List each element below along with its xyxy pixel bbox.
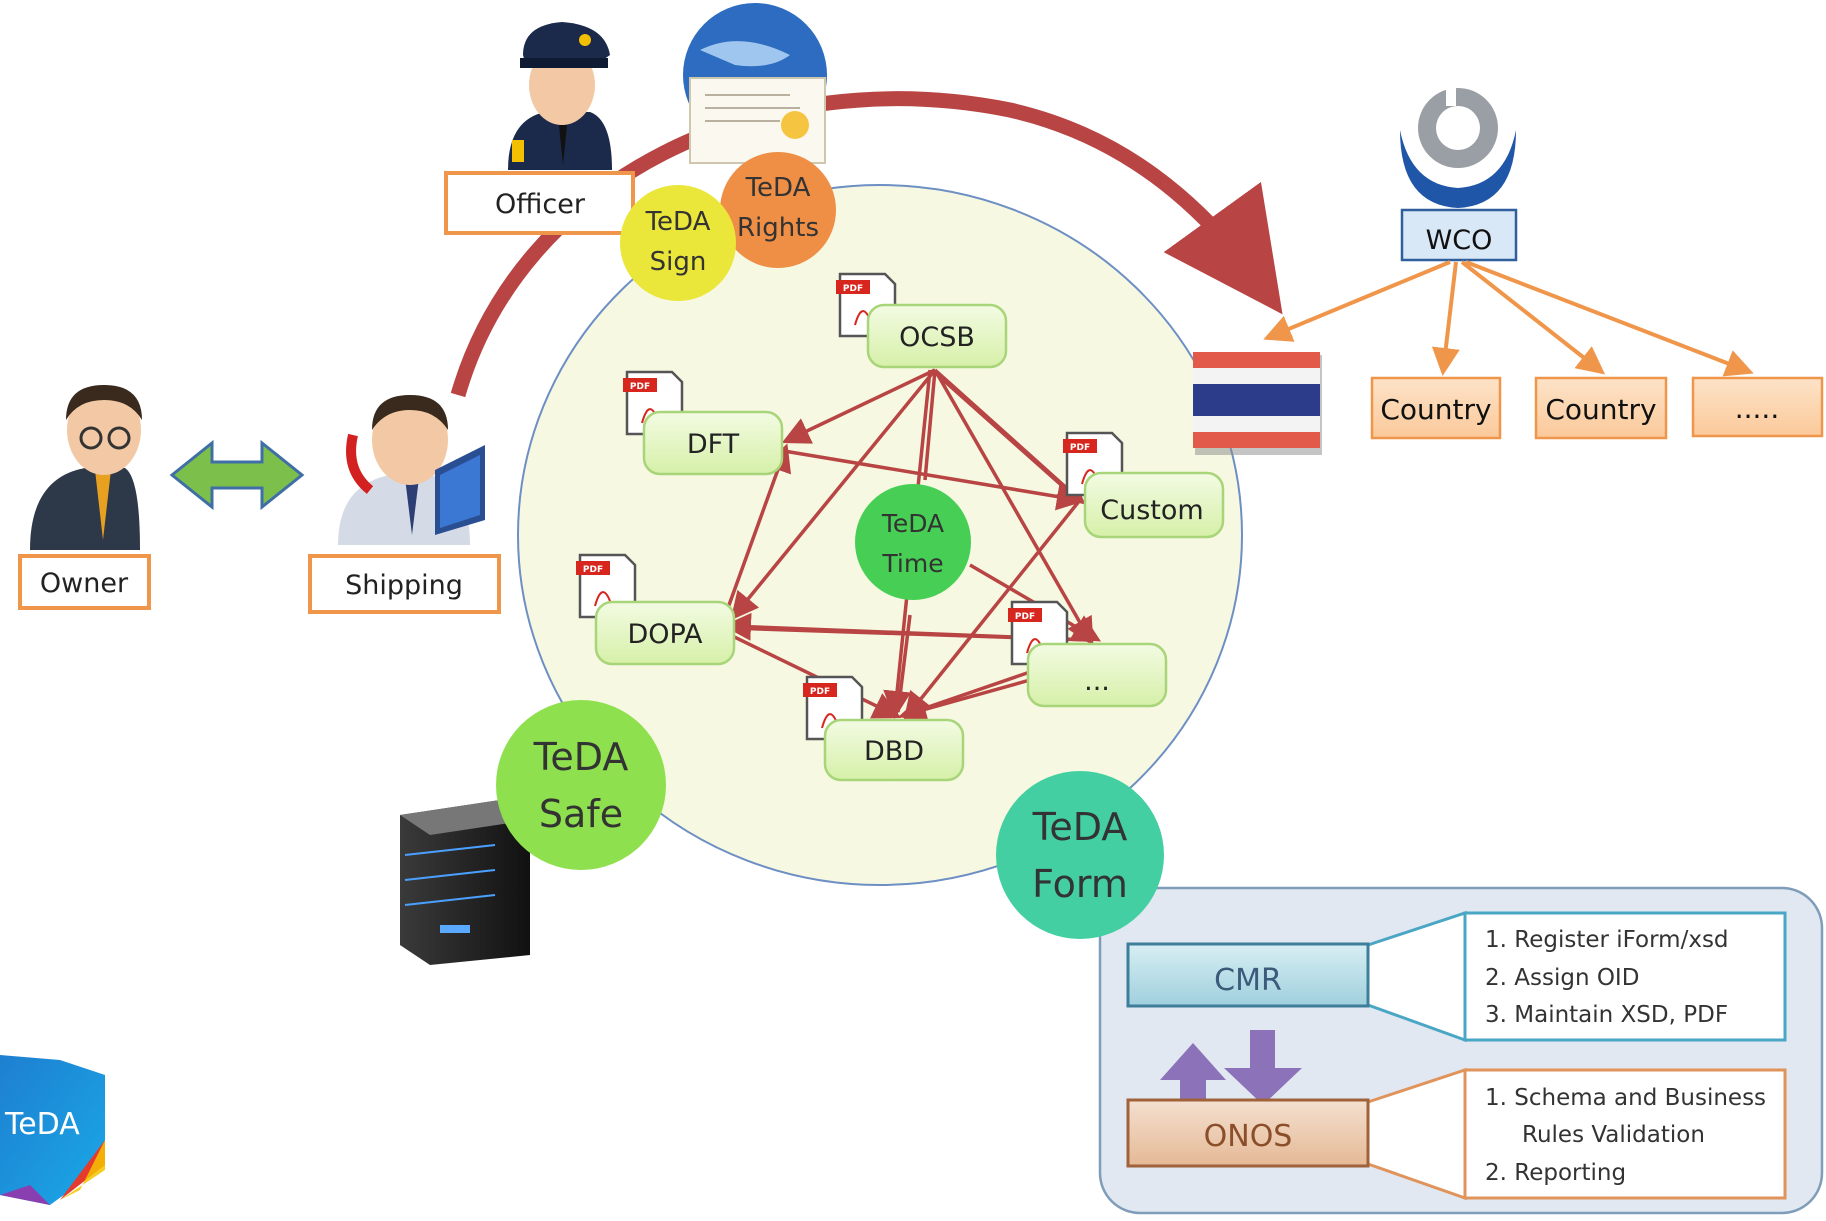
svg-text:TeDA: TeDA (745, 173, 811, 203)
svg-text:.....: ..... (1735, 392, 1780, 425)
svg-text:Rights: Rights (737, 213, 819, 243)
svg-text:TeDA: TeDA (881, 509, 944, 538)
cmr-item-2: 2. Assign OID (1485, 965, 1639, 991)
agency-ocsb: OCSB (866, 303, 1008, 369)
wco-box (1400, 208, 1518, 262)
down-arrow-icon (1224, 1030, 1302, 1105)
cmr-item-1: 1. Register iForm/xsd (1485, 927, 1729, 953)
thailand-flag-icon (1193, 352, 1322, 455)
globe-certificate-icon (683, 3, 827, 164)
teda-logo: TeDA (0, 1055, 105, 1205)
svg-text:Sign: Sign (650, 247, 707, 277)
teda-time-circle: TeDA Time (855, 484, 971, 600)
svg-text:OCSB: OCSB (899, 322, 975, 353)
svg-text:DBD: DBD (864, 736, 924, 767)
shipping-label-box (308, 554, 501, 614)
cmr-box (1126, 942, 1370, 1008)
agency-more: ... (1026, 642, 1168, 708)
svg-text:Country: Country (1380, 393, 1491, 426)
svg-text:TeDA: TeDA (1032, 805, 1128, 849)
svg-text:Safe: Safe (539, 792, 623, 836)
svg-text:PDF: PDF (810, 687, 830, 697)
onos-item-1: 1. Schema and Business (1485, 1085, 1766, 1111)
officer-person-icon (508, 22, 612, 170)
owner-label: Owner (40, 568, 129, 599)
svg-text:...: ... (1084, 666, 1110, 697)
svg-text:PDF: PDF (843, 284, 863, 294)
svg-text:Time: Time (881, 549, 943, 578)
country-box-more: ..... (1691, 376, 1824, 438)
svg-text:Country: Country (1545, 393, 1656, 426)
agency-dbd: DBD (823, 718, 965, 782)
teda-sign-circle: TeDA Sign (620, 185, 736, 301)
cmr-items-box (1463, 911, 1787, 1042)
officer-label: Officer (495, 189, 586, 220)
svg-text:TeDA: TeDA (645, 207, 711, 237)
wco-distribution-arrows (1263, 260, 1754, 377)
svg-text:PDF: PDF (1070, 443, 1090, 453)
agency-dft: DFT (642, 410, 784, 476)
onos-item-2: Rules Validation (1522, 1122, 1705, 1148)
workflow-arc-arrow (450, 91, 1283, 398)
svg-text:TeDA: TeDA (533, 735, 629, 779)
owner-label-box (18, 554, 151, 610)
country-box-2: Country (1534, 376, 1668, 440)
up-arrow-icon (1160, 1043, 1226, 1105)
svg-text:Form: Form (1032, 862, 1128, 906)
country-box-1: Country (1370, 376, 1502, 440)
svg-text:DFT: DFT (687, 429, 740, 460)
onos-label: ONOS (1204, 1119, 1293, 1154)
wco-label: WCO (1426, 225, 1493, 256)
svg-text:PDF: PDF (1015, 612, 1035, 622)
shipping-label: Shipping (345, 570, 463, 601)
cmr-label: CMR (1214, 963, 1282, 998)
svg-text:PDF: PDF (583, 565, 603, 575)
shipping-person-icon (338, 395, 485, 545)
onos-item-3: 2. Reporting (1485, 1160, 1626, 1186)
owner-person-icon (30, 385, 142, 550)
wco-logo-icon (1400, 86, 1516, 208)
agency-dopa: DOPA (594, 600, 736, 666)
teda-safe-circle: TeDA Safe (496, 700, 666, 870)
teda-form-circle: TeDA Form (996, 771, 1164, 939)
svg-text:Custom: Custom (1100, 495, 1203, 526)
svg-text:DOPA: DOPA (627, 619, 703, 650)
owner-shipping-double-arrow (169, 439, 305, 511)
teda-rights-circle: TeDA Rights (720, 152, 836, 268)
svg-text:TeDA: TeDA (4, 1107, 80, 1142)
server-icon (400, 800, 530, 965)
officer-label-box (444, 171, 635, 235)
svg-text:PDF: PDF (630, 382, 650, 392)
agency-custom: Custom (1083, 471, 1225, 539)
onos-box (1126, 1098, 1370, 1168)
cmr-item-3: 3. Maintain XSD, PDF (1485, 1002, 1728, 1028)
onos-items-box (1463, 1068, 1787, 1200)
